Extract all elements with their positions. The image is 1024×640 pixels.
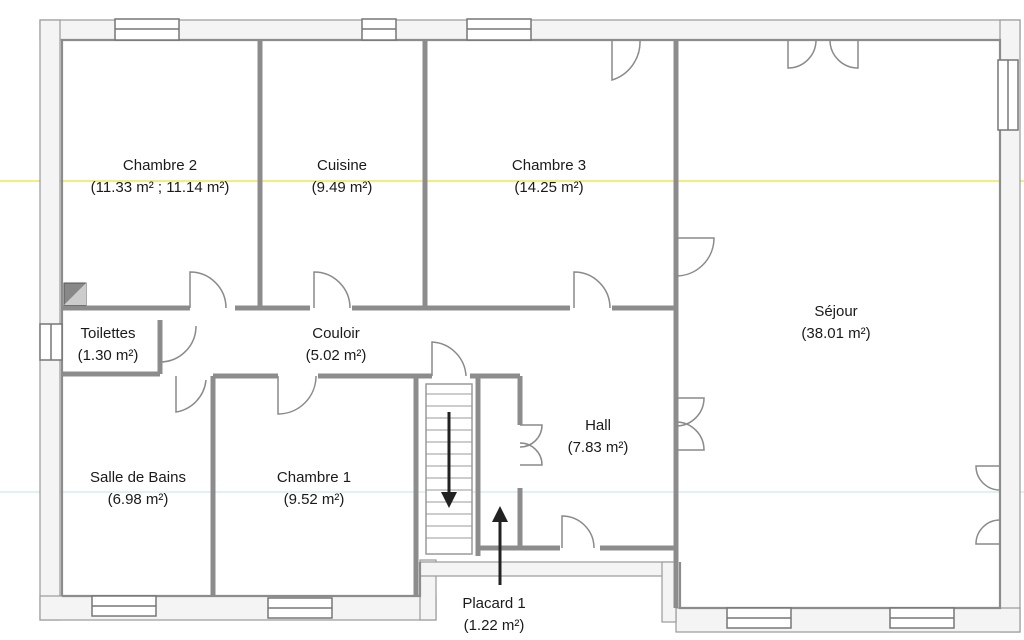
- staircase: [425, 383, 473, 555]
- door-hall-landing: [561, 515, 595, 549]
- door-entrance: [611, 39, 641, 82]
- door-cuisine: [313, 271, 351, 309]
- room-area-chambre1: (9.52 m²): [284, 491, 345, 508]
- door-ch2: [189, 271, 227, 309]
- door-sejour-top-left: [787, 39, 817, 69]
- room-area-salle-de-bains: (6.98 m²): [108, 491, 169, 508]
- door-sejour-right-2: [975, 519, 1001, 545]
- door-sejour-top-right: [829, 39, 859, 69]
- room-area-chambre3: (14.25 m²): [514, 179, 583, 196]
- room-name-salle-de-bains: Salle de Bains: [90, 469, 186, 486]
- room-name-placard1: Placard 1: [462, 595, 525, 612]
- outer-wall-left: [39, 19, 61, 621]
- room-area-hall: (7.83 m²): [568, 439, 629, 456]
- room-area-chambre2: (11.33 m² ; 11.14 m²): [91, 179, 230, 196]
- room-name-cuisine: Cuisine: [317, 157, 367, 174]
- room-name-toilettes: Toilettes: [80, 325, 135, 342]
- duct-icon: [63, 282, 87, 306]
- room-name-couloir: Couloir: [312, 325, 360, 342]
- room-name-hall: Hall: [585, 417, 611, 434]
- interior-walls: [62, 40, 679, 608]
- room-labels: Chambre 2 (11.33 m² ; 11.14 m²) Cuisine …: [78, 157, 871, 634]
- room-area-cuisine: (9.49 m²): [312, 179, 373, 196]
- door-placard-1: [519, 424, 543, 448]
- door-sdb: [175, 376, 207, 413]
- door-placard-2: [519, 442, 543, 466]
- room-area-placard1: (1.22 m²): [464, 617, 525, 634]
- door-ch3-couloir: [573, 271, 611, 309]
- room-name-chambre3: Chambre 3: [512, 157, 586, 174]
- room-name-sejour: Séjour: [814, 303, 857, 320]
- room-name-chambre1: Chambre 1: [277, 469, 351, 486]
- wall-inner-lines: [60, 38, 1002, 610]
- landing-wall-bottom: [419, 561, 677, 577]
- door-hall-sejour-1: [675, 397, 705, 427]
- windows: [39, 18, 1019, 629]
- door-ch3: [675, 237, 715, 277]
- walls: [39, 19, 1021, 633]
- room-name-chambre2: Chambre 2: [123, 157, 197, 174]
- door-hall-sejour-2: [675, 421, 705, 451]
- doors: [159, 39, 1001, 549]
- room-area-couloir: (5.02 m²): [306, 347, 367, 364]
- door-toilettes: [159, 325, 197, 363]
- door-stair: [431, 341, 467, 377]
- placard-arrow: [492, 506, 508, 585]
- room-area-toilettes: (1.30 m²): [78, 347, 139, 364]
- door-ch1: [277, 375, 317, 415]
- room-area-sejour: (38.01 m²): [801, 325, 870, 342]
- door-sejour-right-1: [975, 465, 1001, 491]
